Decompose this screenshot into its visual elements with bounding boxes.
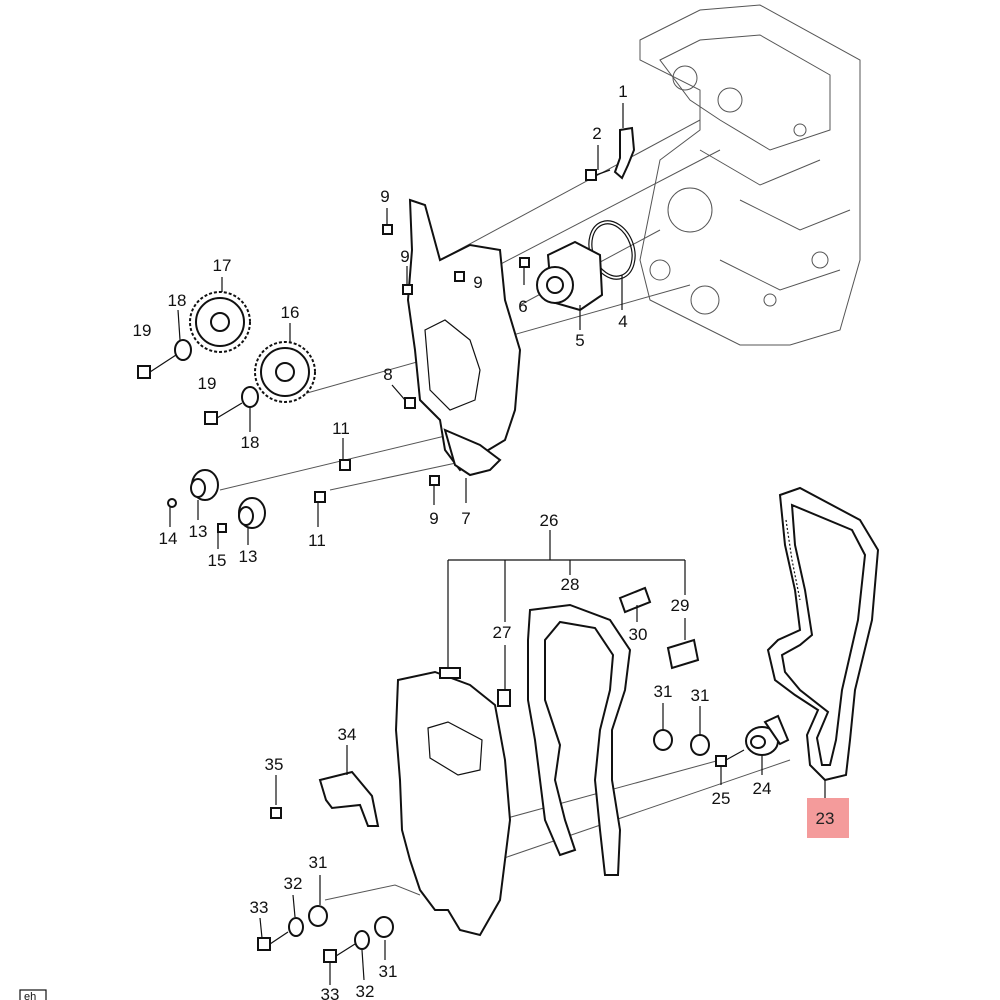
part-1-bracket: [613, 103, 636, 180]
callout-8[interactable]: 8: [383, 365, 392, 384]
engine-block: [639, 4, 861, 346]
part-31-nuts: [308, 703, 710, 960]
callout-16[interactable]: 16: [281, 303, 300, 322]
callout-32a[interactable]: 32: [284, 874, 303, 893]
callout-34[interactable]: 34: [338, 725, 357, 744]
callout-6[interactable]: 6: [518, 297, 527, 316]
callout-14[interactable]: 14: [159, 529, 178, 548]
part-9-bolts: [382, 208, 465, 505]
callout-18a[interactable]: 18: [168, 291, 187, 310]
callout-32b[interactable]: 32: [356, 982, 375, 1000]
callout-7[interactable]: 7: [461, 509, 470, 528]
callout-labels: 1 2 4 5 6 7 8 9 9 9 9 11 11 13 13 14 15 …: [133, 82, 835, 1000]
callout-26-group-lines: [447, 530, 686, 668]
callout-33b[interactable]: 33: [321, 985, 340, 1000]
callout-24[interactable]: 24: [753, 779, 772, 798]
callout-29[interactable]: 29: [671, 596, 690, 615]
part-34-bracket: [318, 745, 380, 827]
part-32-washers: [288, 894, 370, 981]
callout-5[interactable]: 5: [575, 331, 584, 350]
callout-9a[interactable]: 9: [380, 187, 389, 206]
part-28-guide: [527, 603, 632, 876]
callout-26[interactable]: 26: [540, 511, 559, 530]
callout-4[interactable]: 4: [618, 312, 627, 331]
callout-9b[interactable]: 9: [400, 247, 409, 266]
callout-19b[interactable]: 19: [198, 374, 217, 393]
part-16-gear: [254, 323, 316, 403]
callout-27[interactable]: 27: [493, 623, 512, 642]
callout-13a[interactable]: 13: [189, 522, 208, 541]
part-13-idlers: [190, 469, 266, 545]
callout-31c[interactable]: 31: [309, 853, 328, 872]
part-23-timing-belt: [766, 486, 880, 798]
part-29-clip: [666, 618, 700, 670]
callout-35[interactable]: 35: [265, 755, 284, 774]
part-2-bolt: [585, 145, 611, 181]
callout-30[interactable]: 30: [629, 625, 648, 644]
callout-2[interactable]: 2: [592, 124, 601, 143]
part-18-washers: [174, 309, 259, 432]
callout-31d[interactable]: 31: [379, 962, 398, 981]
callout-9d[interactable]: 9: [429, 509, 438, 528]
part-5-water-pump: [536, 240, 604, 330]
callout-11a[interactable]: 11: [332, 419, 350, 438]
part-6-bolt: [519, 257, 530, 285]
corner-mark: eh: [19, 989, 47, 1000]
part-27-pin: [497, 645, 511, 707]
callout-13b[interactable]: 13: [239, 547, 258, 566]
part-25-bolt: [715, 749, 745, 785]
part-30-clip: [618, 586, 652, 622]
corner-mark-text: eh: [24, 991, 36, 1000]
part-14-15-bolts: [167, 498, 227, 549]
part-11-bolts: [314, 438, 351, 527]
callout-31a[interactable]: 31: [654, 682, 673, 701]
part-19-bolts: [137, 354, 243, 425]
callout-31b[interactable]: 31: [691, 686, 710, 705]
callout-23[interactable]: 23: [816, 809, 835, 828]
part-8-bolt: [391, 384, 416, 409]
callout-9c[interactable]: 9: [473, 273, 482, 292]
part-7-upper-cover: [406, 198, 522, 503]
callout-18b[interactable]: 18: [241, 433, 260, 452]
callout-25[interactable]: 25: [712, 789, 731, 808]
part-17-gear: [189, 277, 251, 353]
callout-33a[interactable]: 33: [250, 898, 269, 917]
callout-1[interactable]: 1: [618, 82, 627, 101]
callout-11b[interactable]: 11: [308, 531, 326, 550]
part-33-bolts: [257, 917, 356, 985]
part-24-tensioner: [745, 714, 790, 775]
callout-28[interactable]: 28: [561, 575, 580, 594]
highlight-part-23[interactable]: [807, 798, 849, 838]
callout-17[interactable]: 17: [213, 256, 232, 275]
lower-timing-cover: [394, 667, 512, 937]
part-35-bolt: [270, 775, 282, 819]
callout-15[interactable]: 15: [208, 551, 227, 570]
callout-19a[interactable]: 19: [133, 321, 152, 340]
